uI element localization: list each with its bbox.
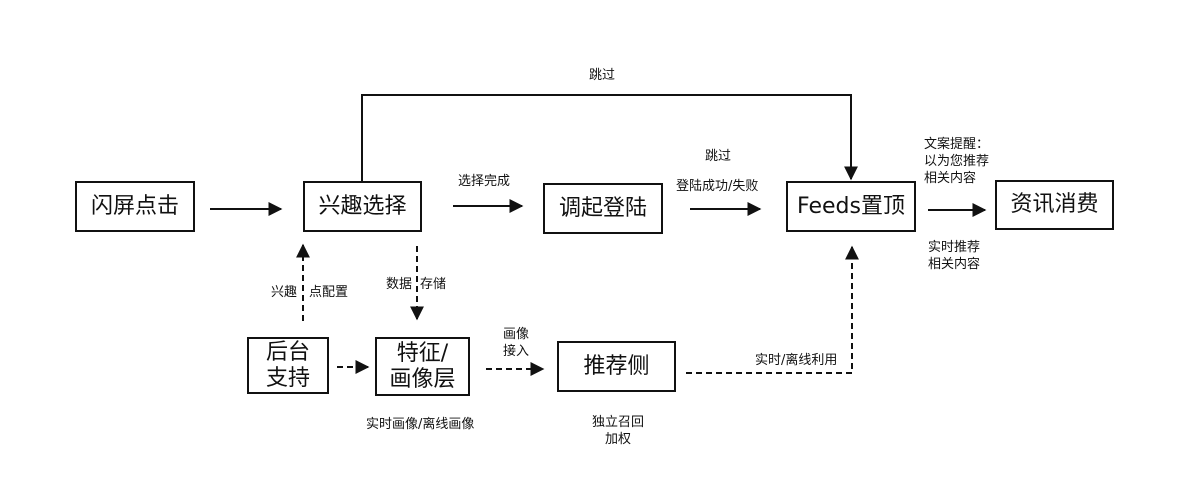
label-select-done: 选择完成 — [458, 174, 511, 189]
node-interest-select-label: 兴趣选择 — [318, 193, 407, 219]
node-feeds-top: Feeds置顶 — [786, 181, 916, 232]
label-independent-recall-line2: 加权 — [605, 432, 632, 447]
node-backend-support-line2: 支持 — [265, 365, 310, 391]
label-realtime-offline-profile: 实时画像/离线画像 — [366, 417, 475, 432]
node-invoke-login: 调起登陆 — [543, 183, 663, 234]
label-login-result: 登陆成功/失败 — [676, 179, 759, 194]
label-skip-top: 跳过 — [589, 68, 616, 83]
label-realtime-recommend-line1: 实时推荐 — [928, 240, 981, 255]
node-feature-profile-line1: 特征/ — [396, 340, 449, 366]
label-data-store-left: 数据 — [386, 277, 413, 292]
label-data-store-right: 存储 — [420, 277, 447, 292]
node-splash-click-label: 闪屏点击 — [90, 193, 179, 219]
node-feature-profile-line2: 画像层 — [389, 366, 456, 392]
node-recommend-side-label: 推荐侧 — [583, 353, 650, 379]
label-profile-access: 画像 接入 — [503, 326, 529, 360]
label-interest-config-right: 点配置 — [309, 285, 349, 300]
label-copy-reminder-line2: 以为您推荐 — [924, 154, 990, 169]
node-news-consume-label: 资讯消费 — [1010, 192, 1099, 217]
node-feeds-top-label: Feeds置顶 — [797, 193, 905, 219]
node-feature-profile: 特征/ 画像层 — [375, 337, 470, 396]
label-realtime-recommend-line2: 相关内容 — [928, 257, 981, 272]
label-interest-config-left: 兴趣 — [271, 285, 298, 300]
label-copy-reminder: 文案提醒： 以为您推荐 相关内容 — [924, 136, 989, 187]
label-profile-access-line2: 接入 — [503, 344, 530, 359]
node-backend-support: 后台 支持 — [247, 337, 329, 394]
node-recommend-side: 推荐侧 — [557, 341, 676, 392]
label-independent-recall: 独立召回 加权 — [592, 414, 644, 448]
node-backend-support-line1: 后台 — [265, 339, 310, 365]
node-invoke-login-label: 调起登陆 — [558, 195, 647, 221]
arrow-recommend-to-feeds — [686, 245, 859, 374]
label-copy-reminder-line3: 相关内容 — [924, 171, 977, 186]
node-news-consume: 资讯消费 — [995, 180, 1114, 230]
label-profile-access-line1: 画像 — [503, 327, 530, 342]
label-independent-recall-line1: 独立召回 — [592, 415, 645, 430]
label-realtime-recommend: 实时推荐 相关内容 — [928, 239, 980, 273]
node-interest-select: 兴趣选择 — [303, 181, 422, 232]
label-skip-login: 跳过 — [705, 149, 732, 164]
node-splash-click: 闪屏点击 — [75, 181, 195, 232]
label-copy-reminder-line1: 文案提醒： — [924, 137, 990, 152]
arrow-skip-interest-to-feeds — [361, 94, 858, 181]
label-realtime-offline-use: 实时/离线利用 — [755, 353, 838, 368]
